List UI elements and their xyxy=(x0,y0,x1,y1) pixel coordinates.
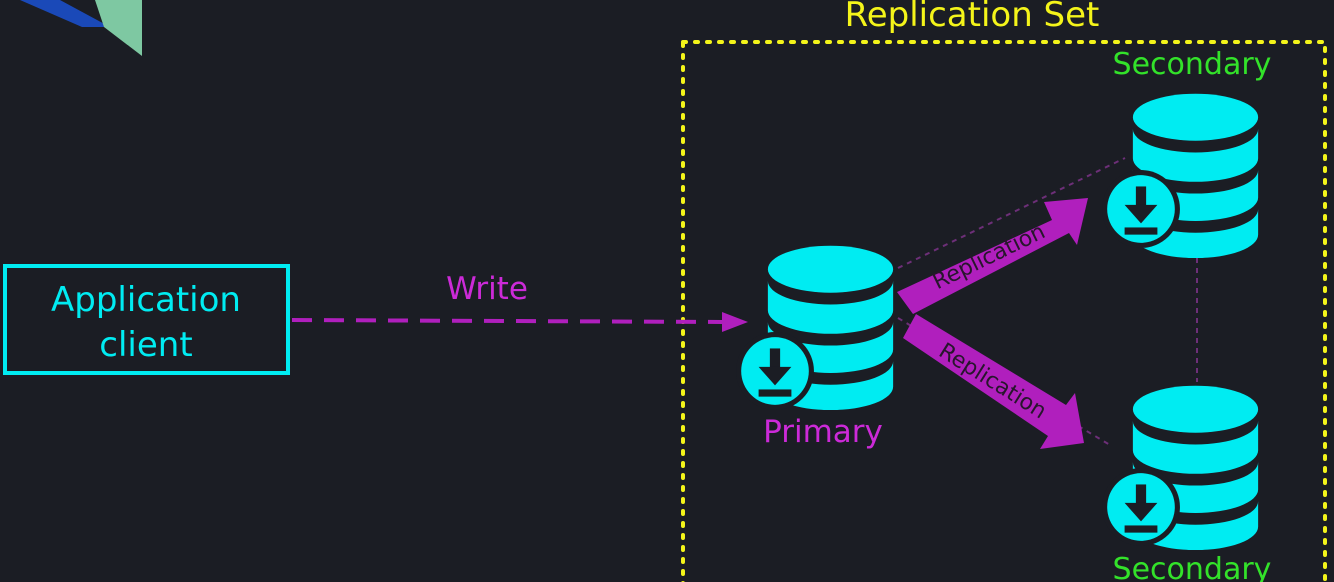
write-label: Write xyxy=(446,271,528,307)
secondary-top-label: Secondary xyxy=(1113,47,1272,82)
client-label-line1: Application xyxy=(51,280,241,320)
logo xyxy=(20,0,142,56)
primary-database-icon xyxy=(736,245,894,410)
write-arrow xyxy=(291,312,748,332)
secondary-bottom-label: Secondary xyxy=(1113,552,1272,582)
replica-set-label: Replication Set xyxy=(845,0,1100,35)
replication-label-bottom: Replication xyxy=(934,339,1050,425)
replication-label-top: Replication xyxy=(929,219,1049,295)
client-label-line2: client xyxy=(99,325,192,365)
application-client: Application client xyxy=(3,264,290,375)
primary-label: Primary xyxy=(763,414,883,450)
secondary-top-database-icon xyxy=(1102,93,1259,258)
secondary-bottom-database-icon xyxy=(1102,385,1259,550)
replication-arrow-bottom: Replication xyxy=(903,314,1084,449)
replication-arrow-top: Replication xyxy=(897,198,1088,314)
